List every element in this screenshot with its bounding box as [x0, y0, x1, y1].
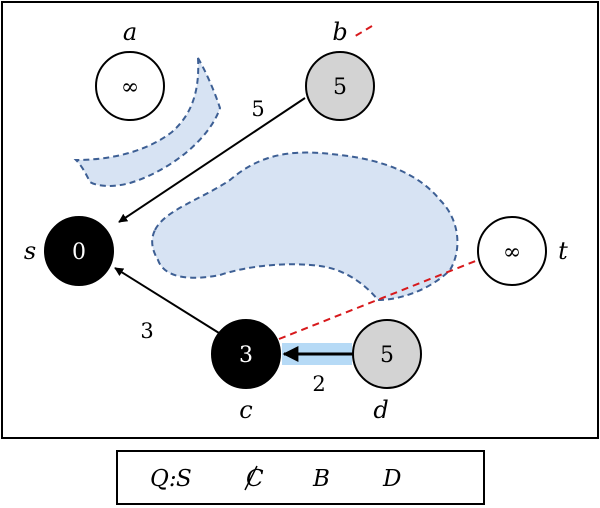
edge-d-c-weight: 2 — [312, 372, 325, 396]
node-c-value: 3 — [239, 343, 253, 368]
legend-c-strike — [244, 465, 258, 491]
edge-c-s — [114, 267, 220, 334]
edge-b-out-dashed — [351, 25, 373, 39]
legend-q: Q: — [150, 466, 177, 492]
node-c-label: c — [239, 396, 252, 424]
large-region — [151, 151, 459, 302]
node-b-value: 5 — [333, 75, 347, 100]
node-d-value: 5 — [380, 343, 394, 368]
node-s-label: s — [24, 237, 36, 265]
legend-b: B — [312, 466, 330, 492]
node-c — [211, 319, 281, 389]
edge-c-s-weight: 3 — [140, 319, 153, 343]
node-b — [305, 51, 375, 121]
node-d-label: d — [373, 396, 388, 424]
legend-box — [116, 450, 485, 505]
node-t-label: t — [558, 237, 568, 265]
legend-d: D — [382, 466, 401, 492]
node-a — [95, 51, 165, 121]
node-b-label: b — [332, 18, 347, 46]
node-a-value: ∞ — [121, 75, 139, 100]
node-t-value: ∞ — [503, 240, 521, 265]
crescent-region — [73, 57, 222, 187]
node-s-value: 0 — [72, 240, 86, 265]
node-s — [44, 216, 114, 286]
edge-b-s-weight: 5 — [251, 97, 264, 121]
node-d — [352, 319, 422, 389]
node-t — [477, 216, 547, 286]
node-a-label: a — [123, 18, 137, 46]
edge-b-s — [118, 97, 306, 223]
legend-settled: S — [176, 466, 192, 492]
legend-c: C — [246, 466, 264, 492]
